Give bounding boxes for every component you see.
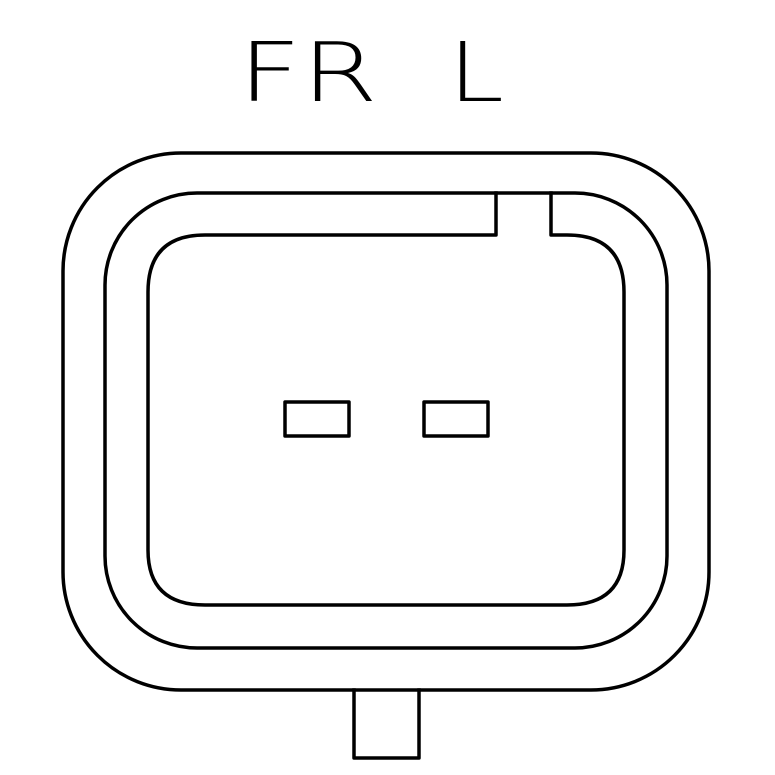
connector-outer-housing xyxy=(61,151,711,692)
terminal-slot-fr xyxy=(283,400,351,438)
pin-label-fr: FR xyxy=(238,26,378,121)
pin-label-l: L xyxy=(448,26,504,121)
connector-locking-tab xyxy=(352,688,421,760)
terminal-slot-l xyxy=(422,400,490,438)
connector-inner-cavity xyxy=(146,191,626,607)
connector-middle-shell xyxy=(103,191,669,650)
